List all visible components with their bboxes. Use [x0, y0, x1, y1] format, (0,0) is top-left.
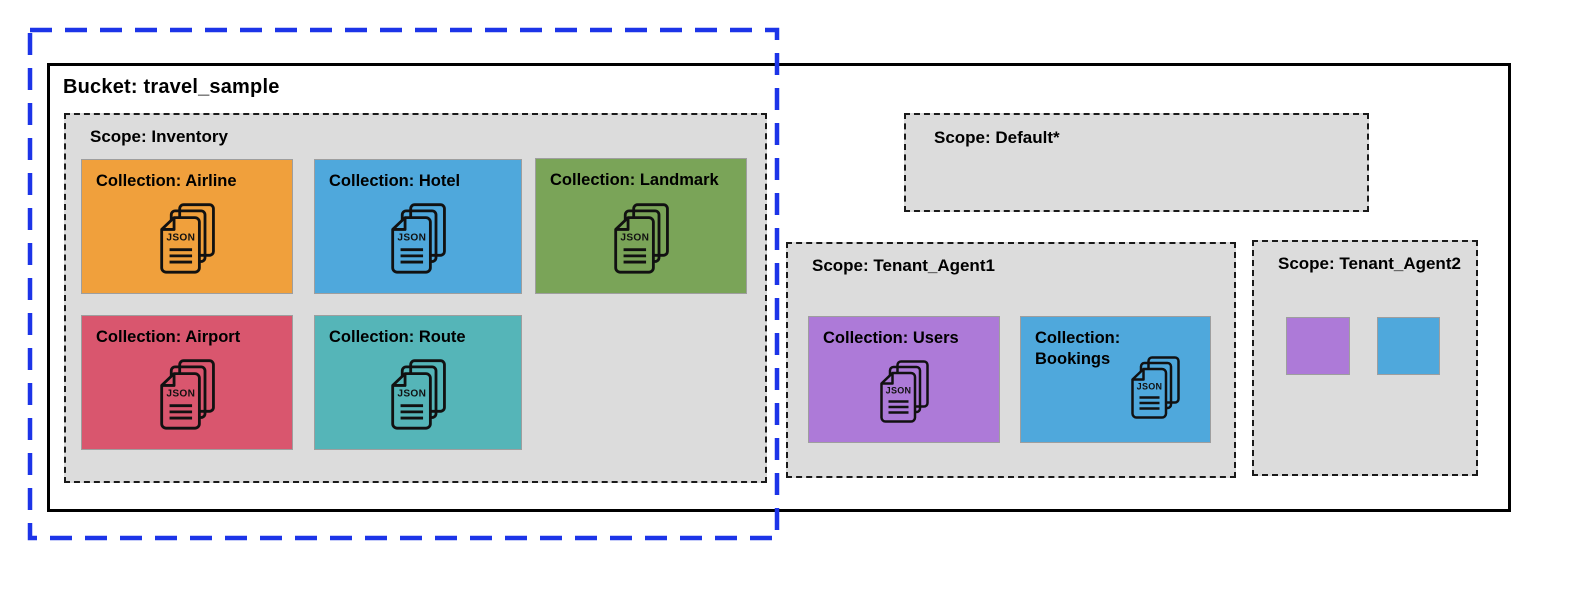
collection-airport-box: Collection: Airport JSON — [81, 315, 293, 450]
scope-inventory-label: Scope: Inventory — [90, 127, 228, 146]
collection-users-label: Collection: Users — [823, 329, 959, 347]
collection-users-box: Collection: Users JSON — [808, 316, 1000, 443]
tenant-agent2-collection-a-box — [1286, 317, 1350, 375]
scope-default-label: Scope: Default* — [934, 128, 1060, 147]
collection-bookings-box: Collection: Bookings JSON — [1020, 316, 1211, 443]
svg-text:JSON: JSON — [397, 389, 426, 400]
collection-users-icon-area: JSON — [809, 349, 999, 442]
json-documents-icon: JSON — [160, 203, 215, 274]
collection-airport-icon-area: JSON — [82, 348, 292, 449]
scope-tenant-agent1-label: Scope: Tenant_Agent1 — [812, 256, 995, 275]
collection-hotel-label: Collection: Hotel — [329, 172, 461, 190]
scope-default-box: Scope: Default* — [904, 113, 1369, 212]
svg-text:JSON: JSON — [620, 233, 649, 244]
svg-text:JSON: JSON — [886, 386, 912, 396]
tenant-agent2-collection-b-box — [1377, 317, 1440, 375]
svg-text:JSON: JSON — [166, 233, 195, 244]
collection-airline-box: Collection: Airline JSON — [81, 159, 293, 294]
bucket-title: Bucket: travel_sample — [63, 76, 280, 98]
json-documents-icon: JSON — [1131, 355, 1180, 419]
json-documents-icon: JSON — [880, 360, 929, 424]
collection-route-box: Collection: Route JSON — [314, 315, 522, 450]
collection-landmark-box: Collection: Landmark JSON — [535, 158, 747, 294]
collection-hotel-icon-area: JSON — [315, 192, 521, 293]
svg-text:JSON: JSON — [166, 389, 195, 400]
json-documents-icon: JSON — [391, 203, 446, 274]
collection-landmark-icon-area: JSON — [536, 191, 746, 293]
collection-bookings-icon-area: JSON — [1021, 339, 1210, 442]
collection-airport-label: Collection: Airport — [96, 328, 241, 346]
collection-route-label: Collection: Route — [329, 328, 466, 346]
collection-airline-label: Collection: Airline — [96, 172, 237, 190]
scope-tenant-agent1-box: Scope: Tenant_Agent1 Collection: Users J… — [786, 242, 1236, 478]
json-documents-icon: JSON — [391, 359, 446, 430]
svg-text:JSON: JSON — [1137, 381, 1163, 391]
scope-tenant-agent2-label: Scope: Tenant_Agent2 — [1278, 254, 1461, 273]
collection-hotel-box: Collection: Hotel JSON — [314, 159, 522, 294]
scope-tenant-agent2-box: Scope: Tenant_Agent2 — [1252, 240, 1478, 476]
scope-inventory-box: Scope: Inventory Collection: Airline JSO… — [64, 113, 767, 483]
collection-route-icon-area: JSON — [315, 348, 521, 449]
svg-text:JSON: JSON — [397, 233, 426, 244]
collection-bookings-label: Collection: Bookings — [1035, 329, 1121, 368]
json-documents-icon: JSON — [160, 359, 215, 430]
collection-landmark-label: Collection: Landmark — [550, 171, 719, 189]
json-documents-icon: JSON — [614, 203, 669, 274]
collection-airline-icon-area: JSON — [82, 192, 292, 293]
